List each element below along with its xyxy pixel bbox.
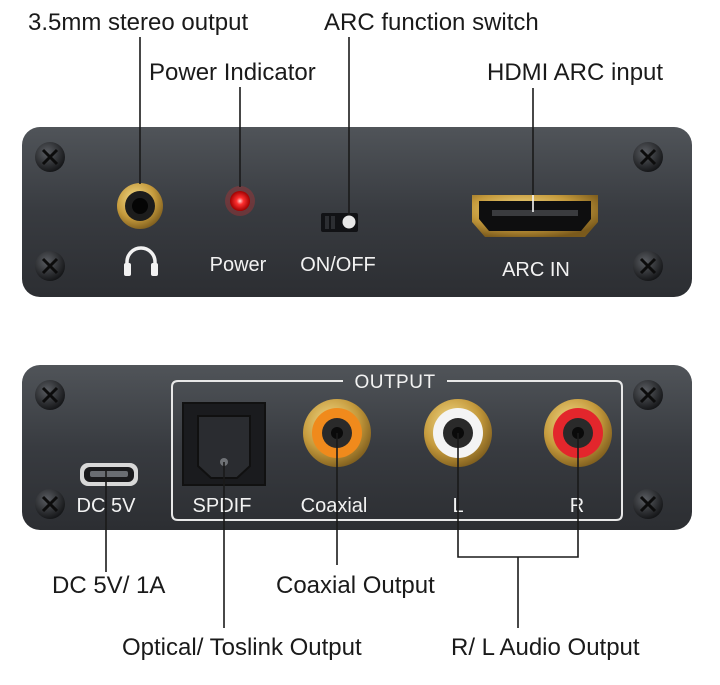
hdmi-arc-port[interactable] xyxy=(472,195,598,237)
headphone-icon xyxy=(124,246,158,276)
callout-rl-audio-output: R/ L Audio Output xyxy=(451,634,640,661)
screw-icon xyxy=(35,489,65,519)
front-panel-body xyxy=(22,127,692,297)
screw-icon xyxy=(35,142,65,172)
callout-coaxial-output: Coaxial Output xyxy=(276,572,435,599)
dc-power-port[interactable] xyxy=(80,463,138,486)
screw-icon xyxy=(633,251,663,281)
callout-arc-switch: ARC function switch xyxy=(324,9,539,36)
callout-labels: 3.5mm stereo output ARC function switch … xyxy=(28,9,663,661)
spdif-label: SPDIF xyxy=(193,495,252,517)
front-panel: Power ON/OFF ARC IN xyxy=(22,127,692,297)
output-title: OUTPUT xyxy=(354,372,435,393)
callout-dc-power: DC 5V/ 1A xyxy=(52,572,165,599)
switch-label: ON/OFF xyxy=(300,254,376,276)
callout-optical-output: Optical/ Toslink Output xyxy=(122,634,362,661)
callout-power-indicator: Power Indicator xyxy=(149,59,316,86)
power-led xyxy=(225,186,255,216)
output-frame xyxy=(171,380,623,521)
screw-icon xyxy=(633,380,663,410)
arc-switch[interactable] xyxy=(321,213,358,232)
screw-icon xyxy=(35,380,65,410)
callout-stereo-output: 3.5mm stereo output xyxy=(28,9,248,36)
screw-icon xyxy=(35,251,65,281)
back-panel: OUTPUT DC 5V SPDIF Coaxial xyxy=(22,365,692,530)
coaxial-label: Coaxial xyxy=(301,495,368,517)
leader-lines xyxy=(105,37,579,628)
stereo-jack[interactable] xyxy=(117,183,163,229)
screw-icon xyxy=(633,489,663,519)
callout-hdmi-arc-input: HDMI ARC input xyxy=(487,59,663,86)
screw-icon xyxy=(633,142,663,172)
power-label: Power xyxy=(210,254,267,276)
right-label: R xyxy=(570,495,584,517)
hdmi-label: ARC IN xyxy=(502,259,570,281)
